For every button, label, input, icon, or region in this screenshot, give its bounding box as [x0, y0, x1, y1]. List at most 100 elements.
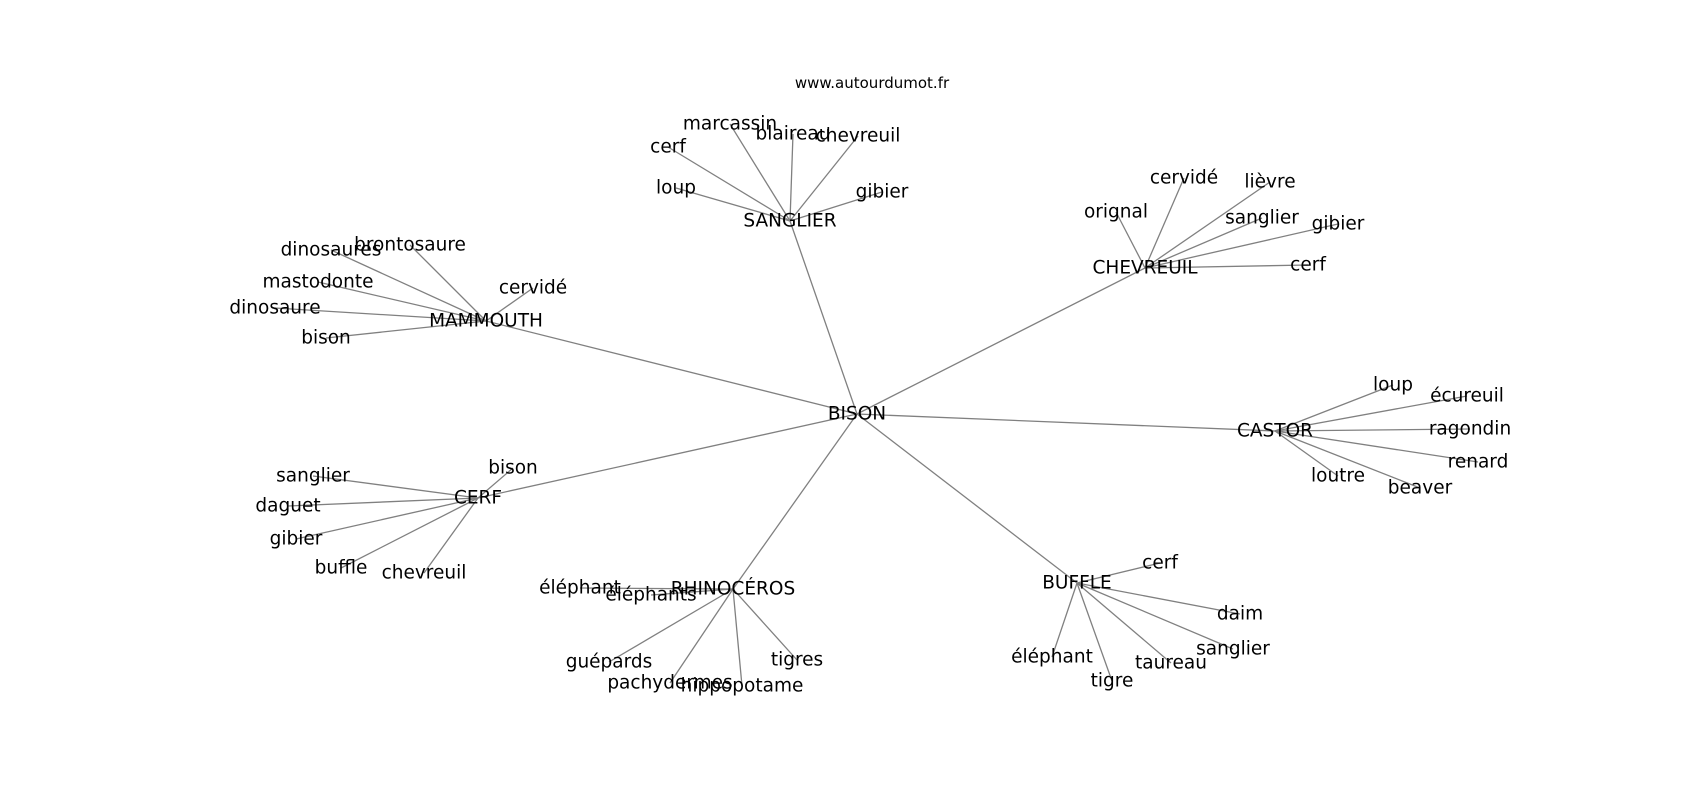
leaf-node: cerf: [650, 137, 686, 158]
leaf-node: loup: [656, 178, 696, 199]
leaf-node: bison: [301, 328, 351, 349]
edge-hub-leaf: [409, 244, 487, 322]
leaf-node: écureuil: [1430, 386, 1504, 407]
edge-hub-leaf: [1274, 428, 1471, 432]
edge-hub-leaf: [667, 146, 791, 222]
edge-hub-leaf: [1076, 582, 1234, 650]
leaf-node: gibier: [270, 529, 323, 550]
hub-node: CASTOR: [1237, 421, 1313, 442]
leaf-node: chevreuil: [382, 563, 467, 584]
edge-hub-leaf: [330, 249, 487, 322]
edge-hub-leaf: [675, 187, 791, 222]
edge-hub-leaf: [423, 497, 479, 574]
leaf-node: renard: [1448, 452, 1509, 473]
leaf-node: éléphant: [1011, 647, 1093, 668]
leaf-node: cerf: [1142, 553, 1178, 574]
edge-hub-leaf: [295, 497, 479, 540]
edge-hub-leaf: [325, 320, 487, 339]
leaf-node: daguet: [255, 496, 320, 517]
edge-hub-leaf: [317, 281, 487, 322]
edge-hub-leaf: [340, 497, 479, 569]
leaf-node: cervidé: [499, 278, 567, 299]
leaf-node: taureau: [1135, 653, 1207, 674]
edge-center-hub: [485, 320, 858, 415]
leaf-node: éléphant: [539, 578, 621, 599]
leaf-node: lièvre: [1244, 172, 1295, 193]
edge-hub-leaf: [312, 475, 479, 499]
edge-hub-leaf: [1051, 582, 1078, 658]
leaf-node: loutre: [1311, 466, 1365, 487]
leaf-node: bison: [488, 458, 538, 479]
leaf-node: blaireau: [755, 124, 830, 145]
leaf-node: orignal: [1084, 202, 1148, 223]
leaf-node: tigres: [771, 650, 823, 671]
edge-hub-leaf: [789, 133, 794, 222]
edge-hub-leaf: [789, 135, 859, 222]
edge-center-hub: [856, 267, 1146, 415]
edge-hub-leaf: [732, 588, 743, 687]
edge-hub-leaf: [579, 587, 734, 590]
leaf-node: cerf: [1290, 255, 1326, 276]
leaf-node: dinosaure: [229, 298, 320, 319]
edge-hub-leaf: [1274, 430, 1421, 489]
leaf-node: gibier: [1312, 214, 1365, 235]
leaf-node: buffle: [315, 558, 368, 579]
graph-labels: www.autourdumot.fr BISONSANGLIERcerfmarc…: [229, 74, 1511, 697]
edge-hub-leaf: [1144, 177, 1185, 269]
hub-node: RHINOCÉROS: [671, 578, 795, 600]
site-watermark: www.autourdumot.fr: [795, 74, 950, 92]
leaf-node: mastodonte: [263, 272, 374, 293]
hub-node: SANGLIER: [743, 211, 836, 232]
edge-hub-leaf: [1076, 582, 1172, 664]
leaf-node: cervidé: [1150, 168, 1218, 189]
edge-hub-leaf: [1076, 582, 1113, 682]
leaf-node: gibier: [856, 182, 909, 203]
edge-hub-leaf: [1144, 223, 1339, 269]
edge-center-hub: [856, 413, 1078, 584]
edge-hub-leaf: [1274, 384, 1394, 432]
hub-node: BUFFLE: [1042, 573, 1112, 594]
leaf-node: loup: [1373, 375, 1413, 396]
leaf-node: dinosaures: [281, 240, 382, 261]
edge-hub-leaf: [1076, 562, 1161, 584]
edge-hub-leaf: [1115, 211, 1146, 269]
edge-center-hub: [856, 413, 1276, 432]
edge-hub-leaf: [729, 123, 791, 222]
edge-hub-leaf: [1144, 181, 1271, 269]
leaf-node: chevreuil: [816, 126, 901, 147]
edge-center-hub: [477, 413, 858, 499]
edge-hub-leaf: [732, 588, 798, 661]
edge-hub-leaf: [1076, 582, 1241, 615]
hub-node: MAMMOUTH: [429, 311, 543, 332]
edge-hub-leaf: [1274, 430, 1339, 477]
edge-hub-leaf: [1274, 395, 1468, 432]
edge-hub-leaf: [1144, 217, 1263, 269]
leaf-node: beaver: [1388, 478, 1453, 499]
leaf-node: sanglier: [1225, 208, 1299, 229]
leaf-node: tigre: [1091, 671, 1134, 692]
center-node: BISON: [828, 404, 886, 425]
leaf-node: sanglier: [1196, 639, 1270, 660]
edge-hub-leaf: [789, 191, 883, 222]
leaf-node: hippopotame: [681, 676, 804, 697]
graph-edges: [274, 123, 1479, 687]
hub-node: CHEVREUIL: [1092, 258, 1198, 279]
leaf-node: ragondin: [1429, 419, 1511, 440]
edge-hub-leaf: [287, 497, 479, 507]
edge-center-hub: [732, 413, 858, 590]
edge-center-hub: [789, 220, 858, 415]
edge-hub-leaf: [669, 588, 734, 684]
leaf-node: guépards: [566, 652, 653, 673]
leaf-node: sanglier: [276, 466, 350, 487]
edge-hub-leaf: [477, 467, 514, 499]
hub-node: CERF: [454, 488, 502, 509]
edge-hub-leaf: [1274, 430, 1479, 463]
leaf-node: éléphants: [605, 585, 696, 606]
leaf-node: pachydermes: [607, 673, 732, 694]
edge-hub-leaf: [274, 307, 487, 322]
edge-hub-leaf: [1144, 264, 1309, 269]
edge-hub-leaf: [608, 588, 734, 663]
leaf-node: brontosaure: [354, 235, 466, 256]
edge-hub-leaf: [650, 588, 734, 596]
